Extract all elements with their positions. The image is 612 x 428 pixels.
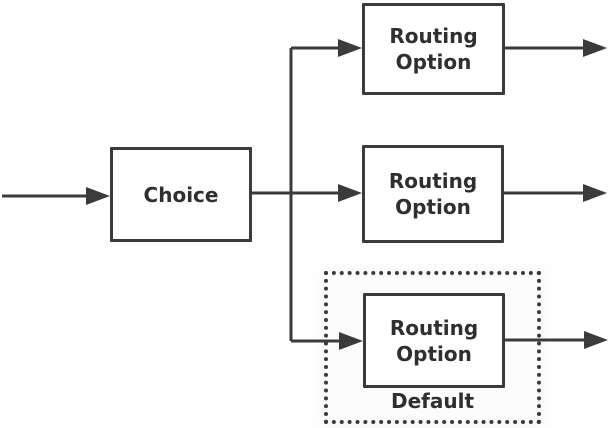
node-routing-option-2-label: Routing Option: [388, 169, 478, 219]
node-choice: Choice: [110, 147, 252, 242]
connector-lines: [2, 46, 586, 343]
node-routing-option-3-label: Routing Option: [389, 315, 479, 366]
node-routing-option-3: Routing Option: [363, 293, 505, 388]
node-routing-option-2: Routing Option: [362, 145, 504, 243]
arrowhead-into-top: [338, 39, 362, 57]
connector-arrowheads: [86, 39, 608, 350]
arrowhead-into-bottom: [339, 332, 363, 350]
node-routing-option-1: Routing Option: [362, 3, 505, 95]
default-group-label: Default: [390, 389, 475, 413]
arrowhead-entry: [86, 187, 110, 205]
node-routing-option-1-label: Routing Option: [389, 24, 478, 74]
arrowhead-into-middle: [338, 184, 362, 202]
node-choice-label: Choice: [143, 182, 219, 207]
arrowhead-exit-top: [583, 39, 607, 57]
arrowhead-exit-bottom: [584, 331, 608, 349]
arrowhead-exit-middle: [583, 184, 607, 202]
